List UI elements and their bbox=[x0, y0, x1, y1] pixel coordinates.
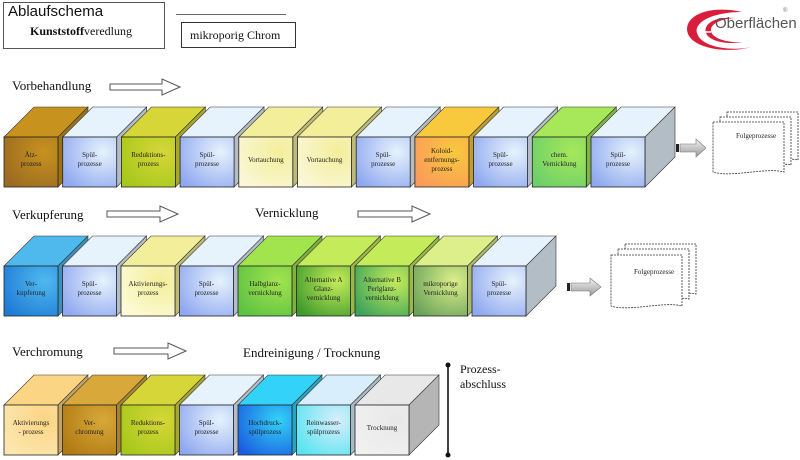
box-front-face bbox=[237, 265, 293, 317]
box-front-face bbox=[237, 404, 293, 456]
diagram-title: Ablaufschema bbox=[8, 3, 104, 20]
title-box bbox=[3, 2, 165, 49]
process-step-label: Koloid- entfernungs- prozess bbox=[424, 146, 460, 173]
section-label-vorbehandlung: Vorbehandlung bbox=[12, 78, 92, 93]
box-front-face bbox=[473, 136, 529, 188]
box-front-face bbox=[3, 404, 59, 456]
box-front-face bbox=[120, 265, 176, 317]
process-box bbox=[471, 235, 557, 317]
process-step-label: Trocknung bbox=[366, 423, 398, 432]
process-step-label: Vortauchung bbox=[247, 155, 284, 164]
subtitle-bold: Kunststoff bbox=[30, 24, 85, 38]
process-step-label: Spül- prozesse bbox=[488, 151, 513, 168]
section-label-verkupferung: Verkupferung bbox=[12, 207, 84, 222]
process-step-label: Reinwasser- spülprozess bbox=[306, 419, 341, 436]
box-front-face bbox=[62, 265, 117, 317]
box-front-face bbox=[590, 136, 646, 188]
logo-registered: ® bbox=[783, 8, 788, 14]
box-front-face bbox=[62, 404, 117, 456]
box-front-face bbox=[62, 136, 118, 188]
process-step-label: Spül- prozesse bbox=[371, 151, 396, 168]
box-front-face bbox=[354, 265, 410, 317]
box-front-face bbox=[121, 136, 176, 188]
box-front-face bbox=[3, 265, 59, 317]
process-close-label: Prozess- abschluss bbox=[460, 362, 506, 391]
box-front-face bbox=[471, 265, 527, 317]
box-front-face bbox=[179, 404, 234, 456]
process-step-label: Spül- prozesse bbox=[77, 151, 102, 168]
process-step-label: mikroporige Vernicklung bbox=[423, 280, 458, 297]
process-step-label: Reduktions- prozess bbox=[131, 151, 166, 168]
box-front-face bbox=[179, 265, 234, 317]
process-step-label: Aktivierungs - prozess bbox=[12, 419, 50, 436]
process-step-label: Vortauchung bbox=[306, 155, 343, 164]
process-step-label: Reduktions- prozess bbox=[130, 419, 166, 436]
diagram-subtitle: Kunststoffveredlung bbox=[30, 24, 132, 39]
logo-brand: Oberflächen bbox=[715, 15, 797, 32]
process-step-label: Spül- prozesse bbox=[195, 151, 220, 168]
process-step-label: Alternative B Perlglanz- vernicklung bbox=[363, 275, 401, 302]
box-front-face bbox=[3, 136, 59, 188]
process-step-label: Spül- prozesse bbox=[194, 419, 219, 436]
section-label-endreinigung: Endreinigung / Trocknung bbox=[243, 345, 381, 360]
section-label-verchromung: Verchromung bbox=[12, 344, 83, 359]
process-step-label: Halbglanz- vernicklung bbox=[248, 280, 282, 297]
subtitle-rest: veredlung bbox=[84, 24, 132, 38]
process-step-label: Spül- prozesse bbox=[605, 151, 631, 168]
process-step-label: Hochdruck- spülprozess bbox=[248, 419, 282, 436]
follow-process-label: Folgeprozesse bbox=[736, 132, 777, 140]
box-front-face bbox=[413, 265, 468, 317]
process-box bbox=[590, 106, 676, 188]
box-front-face bbox=[531, 136, 587, 188]
box-front-face bbox=[296, 404, 351, 456]
process-step-label: Aktivierungs- prozess bbox=[128, 280, 168, 297]
variant-label: mikroporig Chrom bbox=[181, 22, 296, 48]
process-step-label: Spül- prozesse bbox=[194, 280, 219, 297]
box-front-face bbox=[297, 136, 352, 188]
process-step-label: Spül- prozesse bbox=[77, 280, 102, 297]
process-step-label: Spül- prozesse bbox=[486, 280, 512, 297]
process-step-label: Alternative A Glanz- vernicklung bbox=[304, 275, 343, 302]
follow-process-label: Folgeprozesse bbox=[634, 268, 675, 276]
divider-line bbox=[176, 14, 286, 15]
box-front-face bbox=[414, 136, 470, 188]
process-step-label: Ätz- prozess bbox=[20, 151, 42, 168]
section-label-vernicklung: Vernicklung bbox=[255, 205, 319, 220]
box-front-face bbox=[238, 136, 294, 188]
box-front-face bbox=[354, 404, 410, 456]
box-front-face bbox=[179, 136, 235, 188]
box-front-face bbox=[120, 404, 176, 456]
process-box bbox=[354, 374, 440, 456]
box-front-face bbox=[296, 265, 351, 317]
process-step-label: chem. Vernicklung bbox=[542, 151, 577, 168]
process-step-label: Ver- kupferung bbox=[16, 280, 46, 297]
box-front-face bbox=[355, 136, 411, 188]
process-step-label: Ver- chromung bbox=[75, 419, 104, 436]
